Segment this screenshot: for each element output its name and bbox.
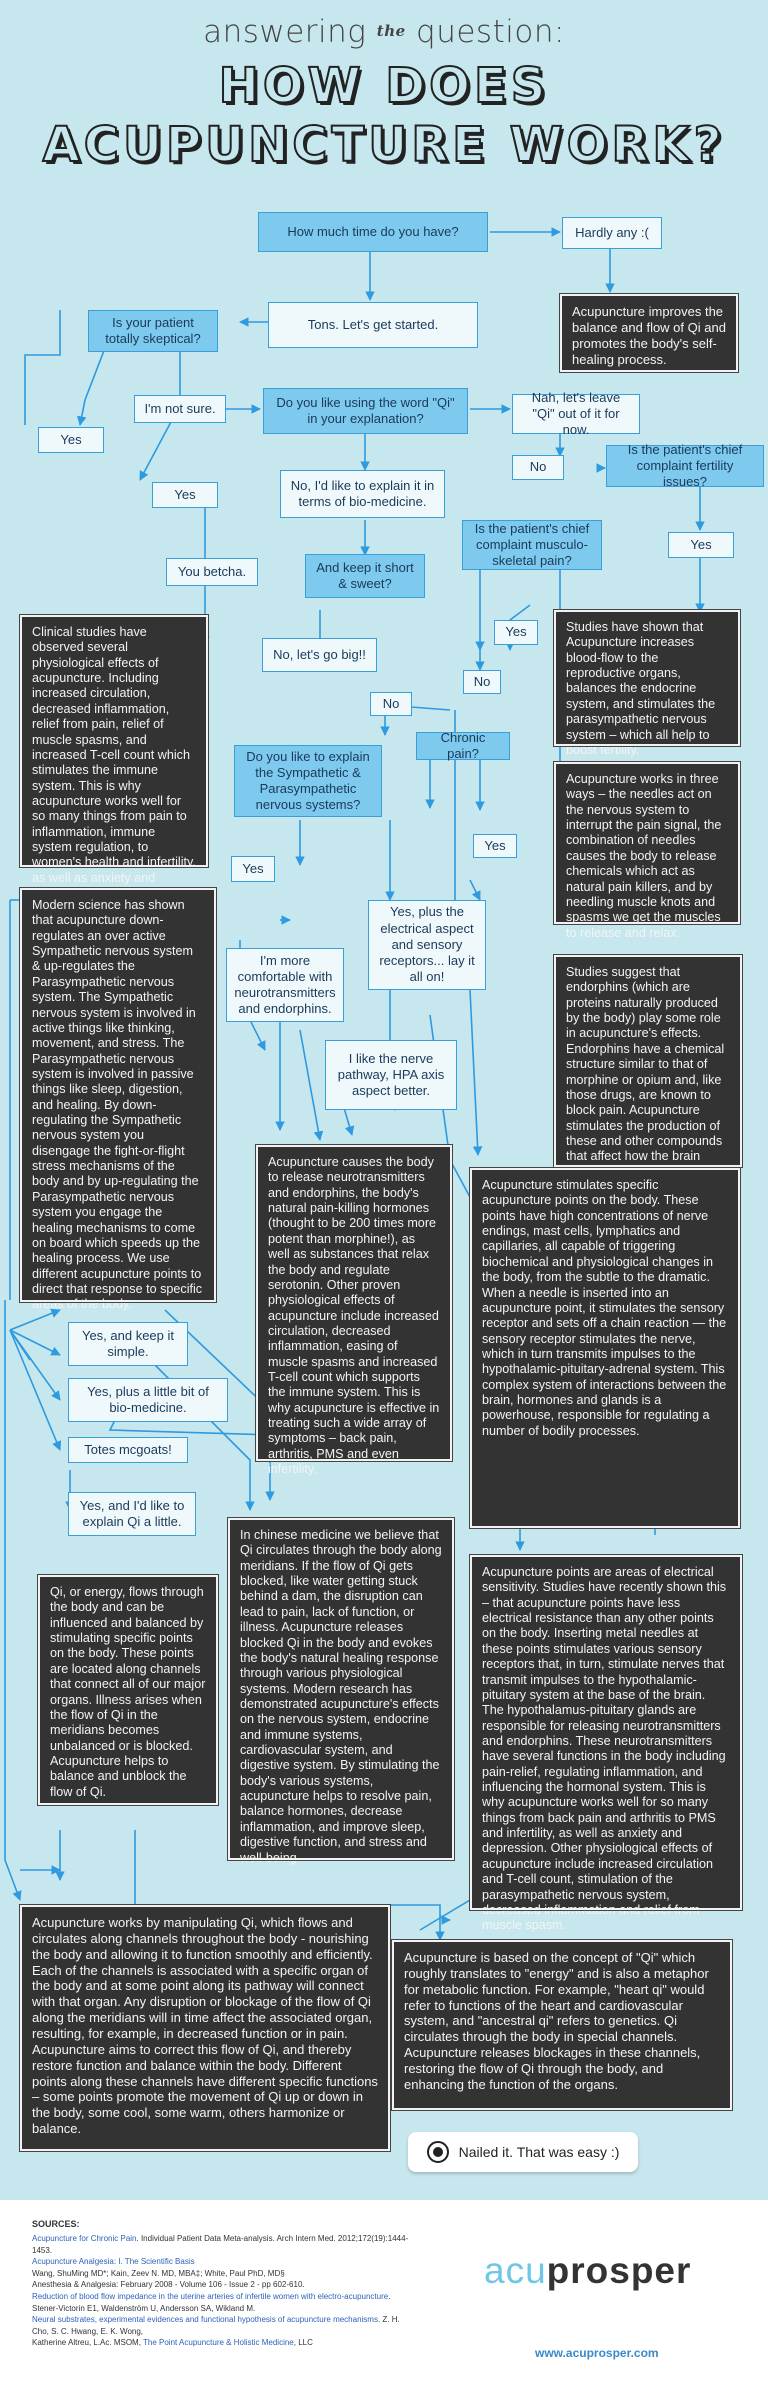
result-balance-qi: Acupuncture improves the balance and flo… <box>559 293 739 373</box>
answer-nerve-pathway[interactable]: I like the nerve pathway, HPA axis aspec… <box>325 1040 457 1110</box>
result-electrical-sensitivity: Acupuncture points are areas of electric… <box>469 1554 743 1932</box>
result-neurotransmitters: Acupuncture causes the body to release n… <box>255 1144 453 1476</box>
answer-explain-qi[interactable]: Yes, and I'd like to explain Qi a little… <box>68 1492 196 1536</box>
source-link[interactable]: Reduction of blood flow impedance in the… <box>32 2292 389 2302</box>
question-fertility: Is the patient's chief complaint fertili… <box>606 442 764 489</box>
answer-yes-musculo[interactable]: Yes <box>494 620 538 645</box>
result-three-ways: Acupuncture works in three ways – the ne… <box>553 761 741 940</box>
result-manipulating-qi: Acupuncture works by manipulating Qi, wh… <box>19 1904 391 2152</box>
acuprosper-logo: acuprosper <box>484 2250 691 2292</box>
main-title-line-2: ACUPUNCTURE WORK? <box>42 116 726 174</box>
source-text: . Z. H. Cho, S. C. Hwang, E. K. Wong, <box>32 2315 400 2336</box>
result-concept-qi: Acupuncture is based on the concept of "… <box>391 1939 733 2111</box>
result-specific-points: Acupuncture stimulates specific acupunct… <box>469 1167 741 1529</box>
question-chronic-pain: Chronic pain? <box>416 730 510 761</box>
source-link[interactable]: The Point Acupuncture & Holistic Medicin… <box>143 2338 294 2348</box>
logo-part-2: prosper <box>546 2250 692 2291</box>
nailed-it-text: Nailed it. That was easy :) <box>458 2144 620 2160</box>
source-text: Katherine Altreu, L.Ac. MSOM, <box>32 2338 144 2348</box>
result-clinical-studies: Clinical studies have observed several p… <box>19 614 209 900</box>
answer-leave-qi-out[interactable]: Nah, let's leave "Qi" out of it for now. <box>512 390 640 437</box>
answer-yes-chronic[interactable]: Yes <box>473 834 517 858</box>
answer-yes-skeptical[interactable]: Yes <box>38 427 104 453</box>
answer-neurotransmitters[interactable]: I'm more comfortable with neurotransmitt… <box>226 948 344 1022</box>
question-musculoskeletal: Is the patient's chief complaint musculo… <box>462 520 602 570</box>
answer-yes-sympathetic[interactable]: Yes <box>231 856 275 882</box>
logo-part-1: acu <box>484 2250 547 2291</box>
answer-yes-fertility[interactable]: Yes <box>668 532 734 558</box>
answer-not-sure[interactable]: I'm not sure. <box>134 395 226 423</box>
question-time: How much time do you have? <box>258 212 488 252</box>
sources-heading: SOURCES: <box>32 2219 80 2229</box>
source-link[interactable]: Acupuncture Analgesia: I. The Scientific… <box>32 2257 195 2267</box>
answer-yes-qi[interactable]: Yes <box>152 482 218 508</box>
source-text: . Stener-Victorin E1, Waldenström U, And… <box>32 2292 391 2313</box>
result-fertility: Studies have shown that Acupuncture incr… <box>553 609 741 757</box>
subtitle-pre: answering <box>203 14 367 50</box>
source-link[interactable]: Neural substrates, experimental evidence… <box>32 2315 378 2325</box>
subtitle-the: the <box>376 22 406 40</box>
answer-no-fertility[interactable]: No <box>512 455 564 480</box>
subtitle-post: question: <box>416 14 565 50</box>
subtitle: answering the question: <box>0 14 768 50</box>
source-text: , LLC <box>293 2338 313 2348</box>
footer-background <box>0 2200 768 2389</box>
question-sympathetic: Do you like to explain the Sympathetic &… <box>234 745 382 817</box>
sources-section: SOURCES: Acupuncture for Chronic Pain. I… <box>32 2218 412 2349</box>
question-short-sweet: And keep it short & sweet? <box>305 554 425 598</box>
answer-no-musculo[interactable]: No <box>463 670 501 694</box>
answer-no-chronic[interactable]: No <box>370 692 412 716</box>
answer-keep-simple[interactable]: Yes, and keep it simple. <box>68 1322 188 1366</box>
website-link[interactable]: www.acuprosper.com <box>535 2346 659 2360</box>
answer-totes[interactable]: Totes mcgoats! <box>68 1437 188 1463</box>
main-title-line-1: HOW DOES <box>218 57 550 115</box>
sources-body: Acupuncture for Chronic Pain. Individual… <box>32 2233 412 2349</box>
result-chinese-medicine: In chinese medicine we believe that Qi c… <box>227 1517 455 1865</box>
answer-bit-bio-medicine[interactable]: Yes, plus a little bit of bio-medicine. <box>68 1378 228 1422</box>
source-link[interactable]: Acupuncture for Chronic Pain <box>32 2234 137 2244</box>
answer-hardly-any[interactable]: Hardly any :( <box>562 217 662 249</box>
result-modern-science: Modern science has shown that acupunctur… <box>19 887 217 1311</box>
source-text: Anesthesia & Analgesia: February 2008 - … <box>32 2280 305 2290</box>
answer-tons[interactable]: Tons. Let's get started. <box>268 302 478 348</box>
result-qi-simple: Qi, or energy, flows through the body an… <box>37 1574 219 1806</box>
result-endorphins: Studies suggest that endorphins (which a… <box>553 954 743 1179</box>
answer-you-betcha[interactable]: You betcha. <box>166 558 258 586</box>
source-text: . Individual Patient Data Meta-analysis.… <box>32 2234 409 2255</box>
target-icon <box>426 2141 449 2163</box>
answer-go-big[interactable]: No, let's go big!! <box>262 638 377 672</box>
question-use-qi: Do you like using the word "Qi" in your … <box>263 388 468 434</box>
answer-electrical-aspect[interactable]: Yes, plus the electrical aspect and sens… <box>368 900 486 990</box>
answer-bio-medicine[interactable]: No, I'd like to explain it in terms of b… <box>280 470 445 518</box>
question-skeptical: Is your patient totally skeptical? <box>88 310 218 352</box>
nailed-it-badge: Nailed it. That was easy :) <box>408 2132 638 2172</box>
source-text: Wang, ShuMing MD*; Kain, Zeev N. MD, MBA… <box>32 2268 285 2278</box>
